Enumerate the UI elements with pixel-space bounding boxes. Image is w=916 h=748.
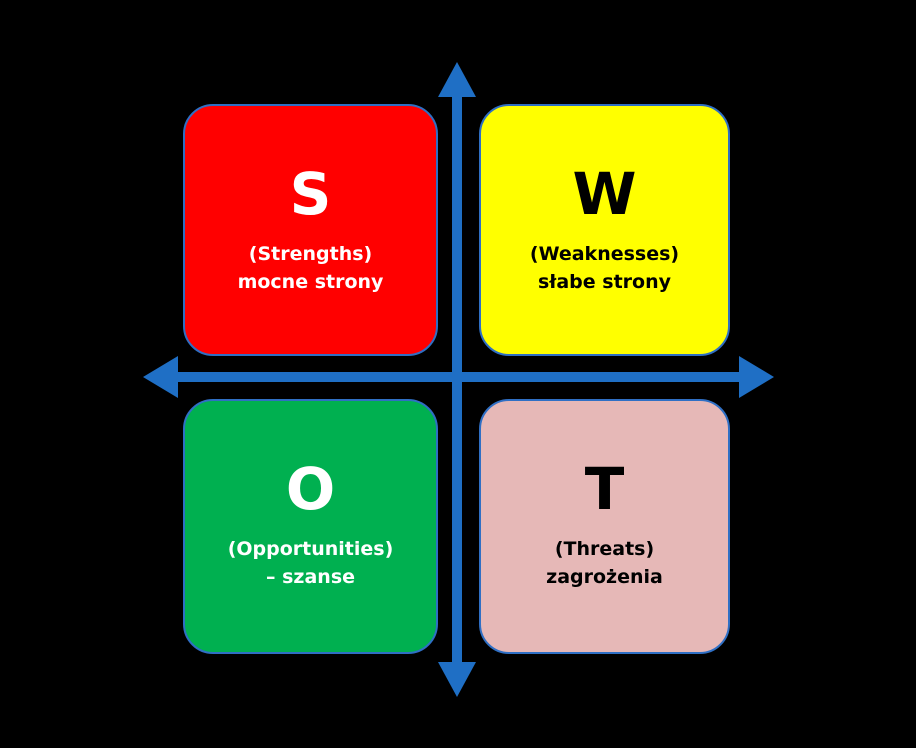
- threats-quadrant: T (Threats) zagrożenia: [479, 399, 730, 654]
- weaknesses-label: (Weaknesses) słabe strony: [530, 240, 679, 296]
- opportunities-polish-label: – szanse: [265, 566, 356, 588]
- strengths-english-label: (Strengths): [248, 243, 373, 265]
- horizontal-axis-arrow: [143, 356, 774, 398]
- arrow-down-icon: [438, 662, 476, 697]
- threats-letter: T: [584, 455, 625, 523]
- weaknesses-polish-label: słabe strony: [537, 271, 671, 293]
- weaknesses-quadrant: W (Weaknesses) słabe strony: [479, 104, 730, 356]
- strengths-polish-label: mocne strony: [237, 271, 384, 293]
- strengths-letter: S: [289, 160, 332, 228]
- threats-label: (Threats) zagrożenia: [546, 535, 663, 591]
- weaknesses-letter: W: [572, 160, 637, 228]
- opportunities-letter: O: [285, 455, 336, 523]
- arrow-left-icon: [143, 356, 178, 398]
- opportunities-label: (Opportunities) – szanse: [228, 535, 394, 591]
- arrow-right-icon: [739, 356, 774, 398]
- arrow-up-icon: [438, 62, 476, 97]
- weaknesses-english-label: (Weaknesses): [529, 243, 680, 265]
- threats-polish-label: zagrożenia: [546, 566, 663, 588]
- opportunities-quadrant: O (Opportunities) – szanse: [183, 399, 438, 654]
- opportunities-english-label: (Opportunities): [227, 538, 394, 560]
- strengths-label: (Strengths) mocne strony: [238, 240, 384, 296]
- threats-english-label: (Threats): [554, 538, 655, 560]
- strengths-quadrant: S (Strengths) mocne strony: [183, 104, 438, 356]
